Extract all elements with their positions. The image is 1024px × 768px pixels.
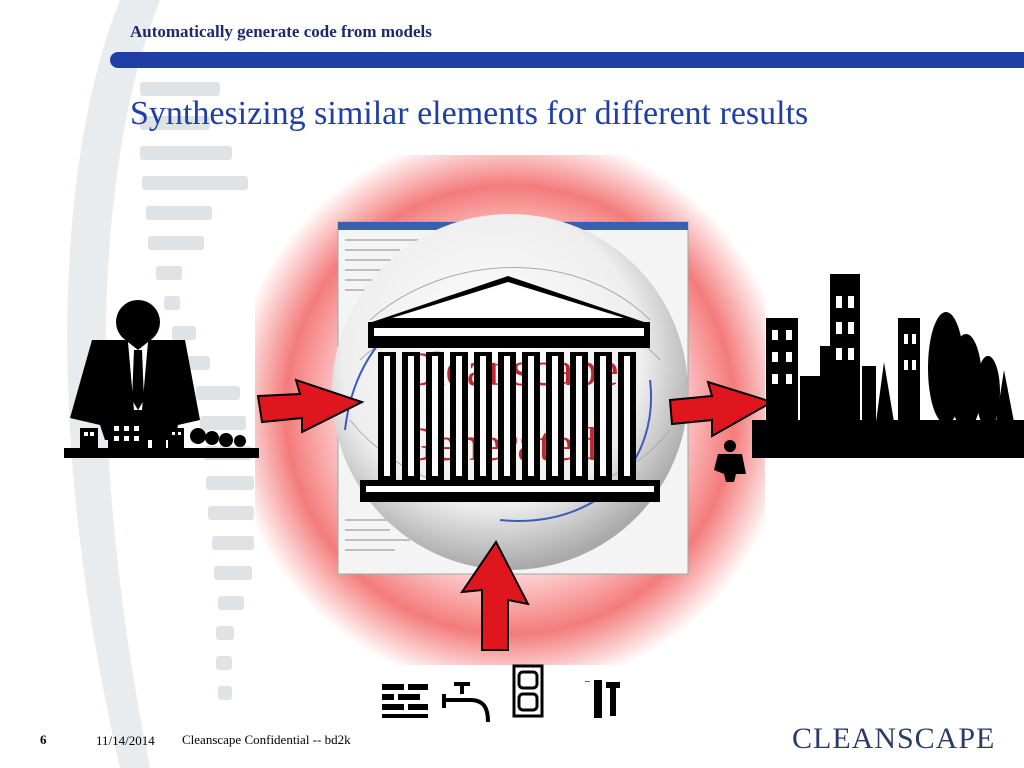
left-swoosh	[67, 0, 160, 768]
pantheon-icon	[360, 276, 660, 502]
arrow-up-icon	[459, 540, 530, 651]
header-title: Automatically generate code from models	[130, 22, 432, 41]
city-icon	[752, 274, 1024, 458]
faucet-icon	[442, 682, 490, 723]
cleanscape-logo: CLEANSCAPE	[792, 722, 996, 755]
footer-confidential: Cleanscape Confidential -- bd2k	[182, 732, 351, 747]
arrow-right-icon	[668, 380, 775, 438]
svg-text:~: ~	[584, 677, 591, 686]
footer-page-number: 6	[40, 732, 47, 747]
outlet-icon	[512, 664, 544, 718]
footer-date: 11/14/2014	[96, 733, 155, 748]
small-businessman-icon	[714, 440, 746, 482]
businessman-icon	[70, 300, 200, 440]
bricks-icon	[382, 684, 428, 718]
header-bar	[110, 52, 1024, 68]
tools-icon: ~	[584, 677, 620, 718]
arrow-left-icon	[256, 378, 365, 434]
slide-title: Synthesizing similar elements for differ…	[130, 95, 809, 132]
